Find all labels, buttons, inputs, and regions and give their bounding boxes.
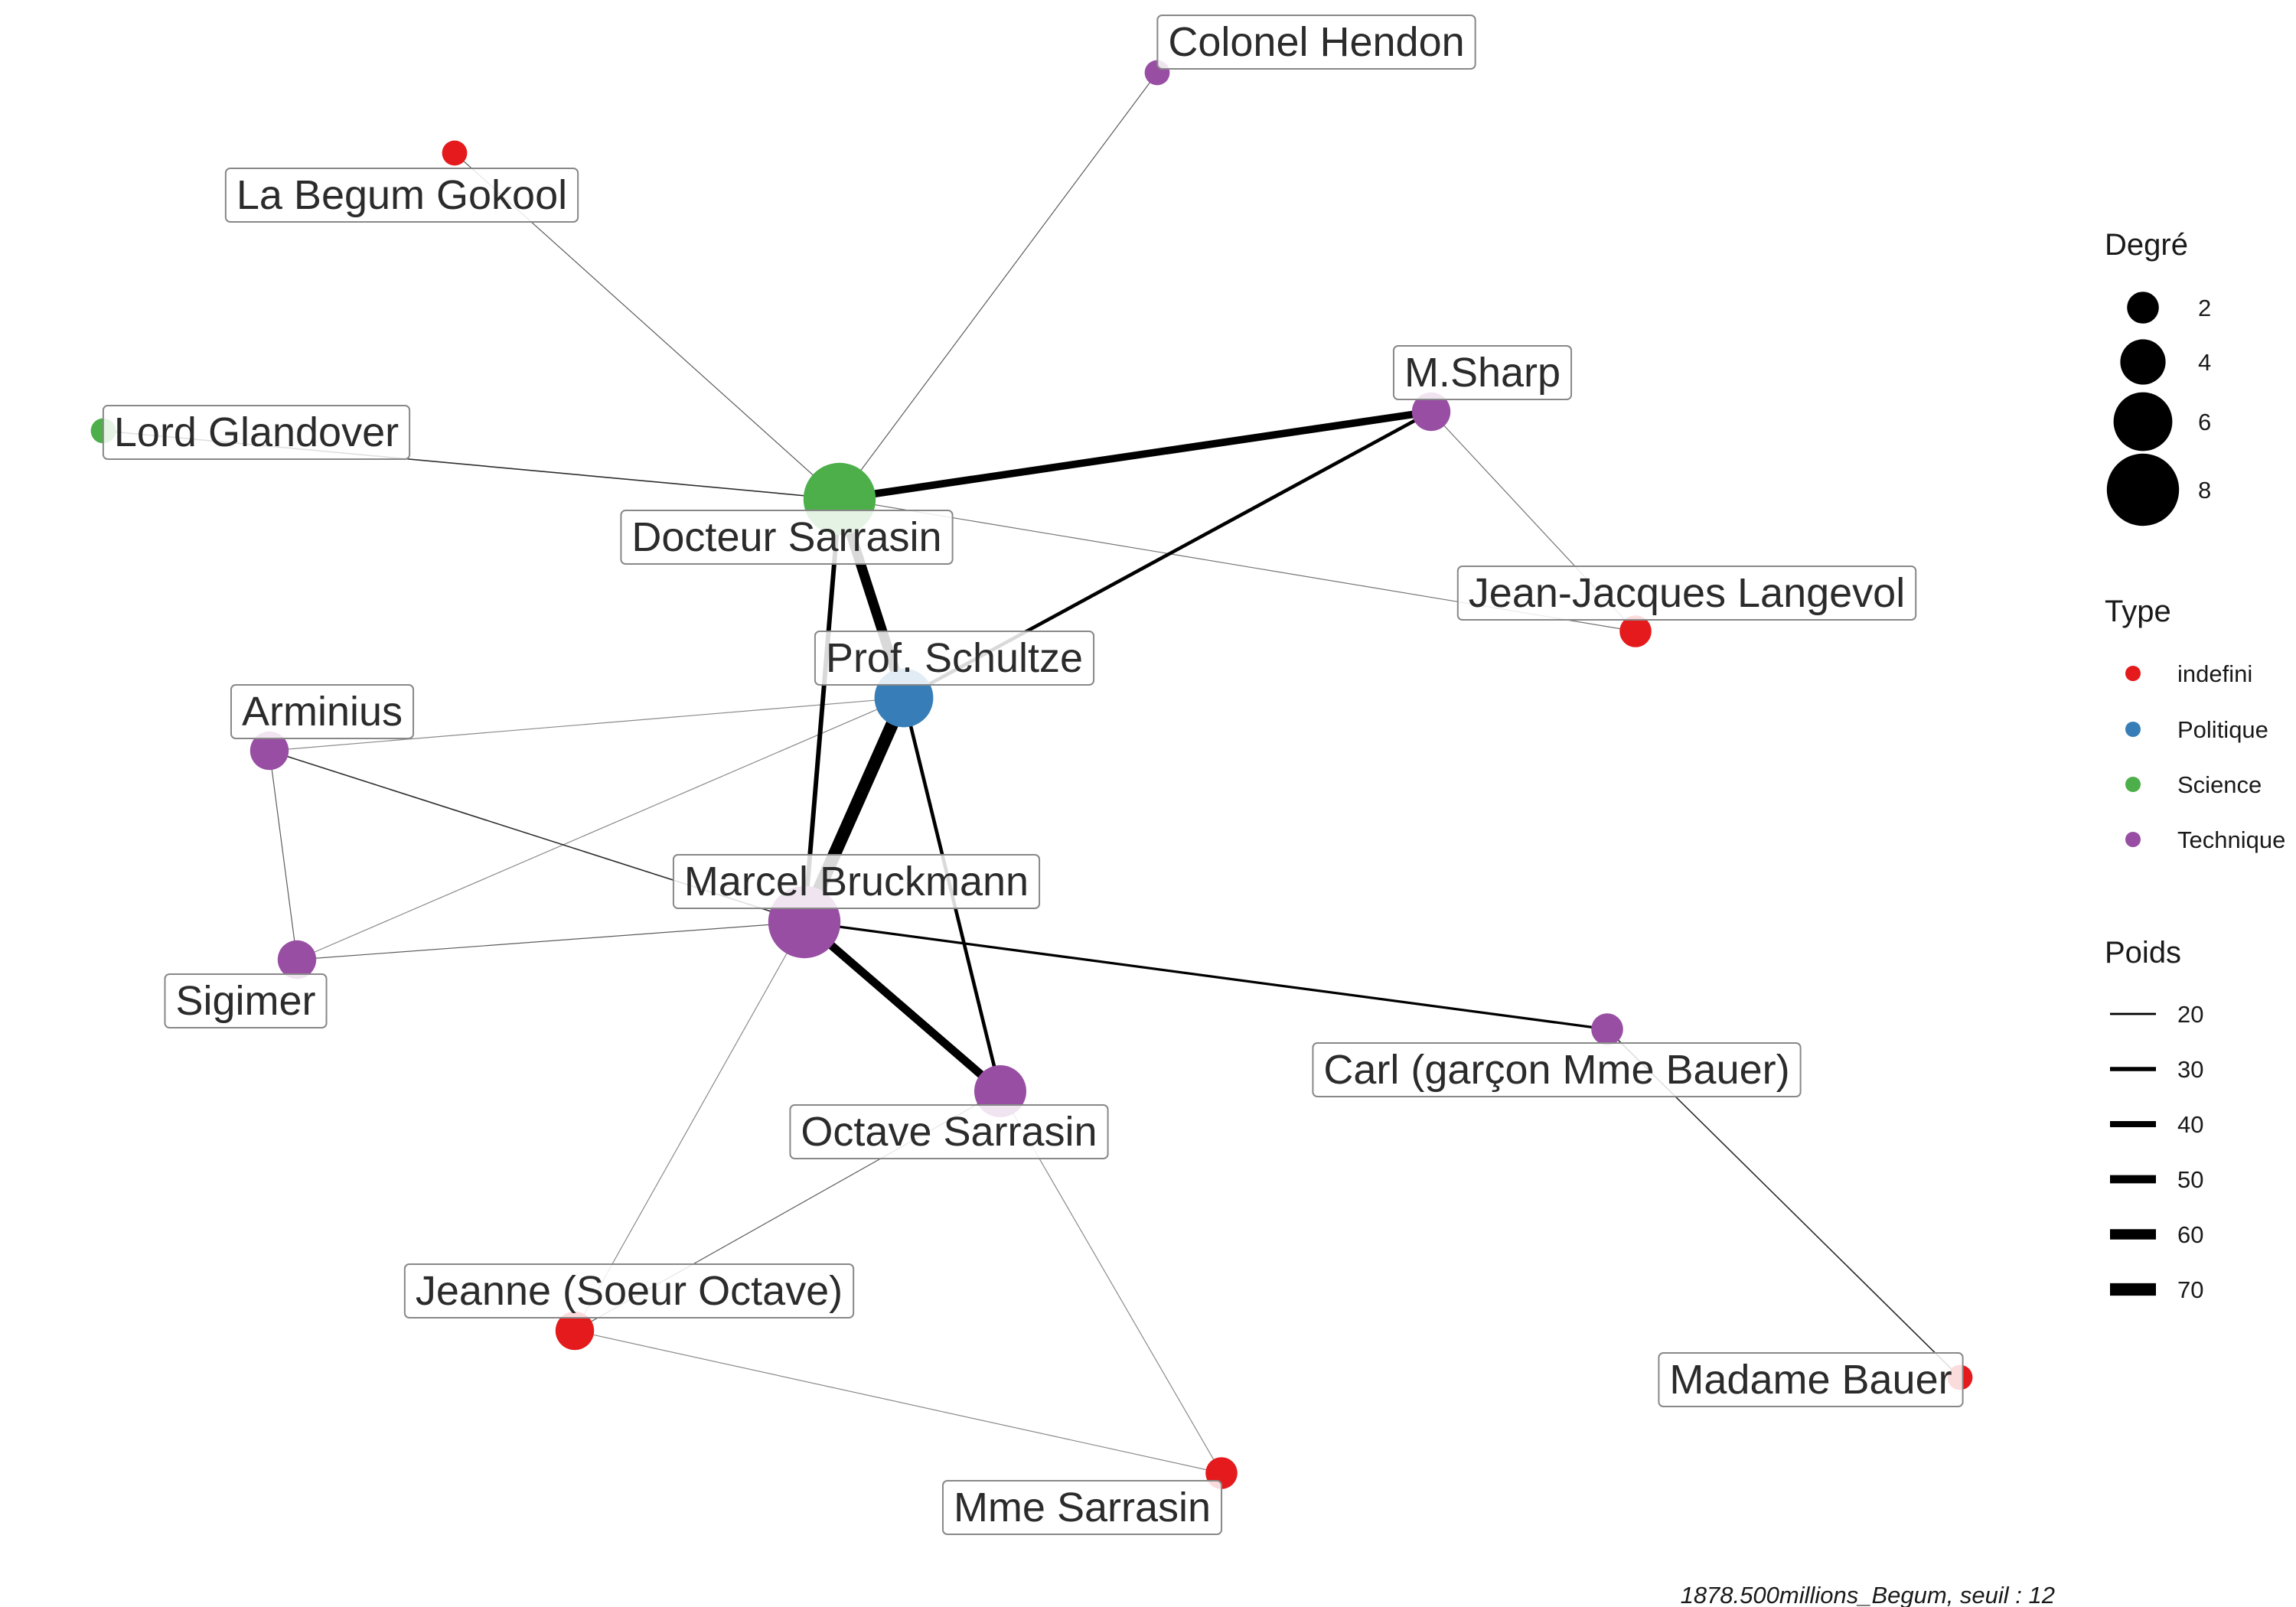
- edge-docteur_sarrasin-m_sharp: [839, 408, 1432, 503]
- node-label-text: Mme Sarrasin: [954, 1485, 1211, 1530]
- node-label-box: [230, 684, 415, 739]
- legend-degree-label: 8: [2198, 477, 2211, 504]
- node-label-box: [1312, 1042, 1802, 1097]
- legend-weight-label: 20: [2177, 1001, 2203, 1028]
- legend-degree-dot-8: [2106, 453, 2180, 526]
- edges-layer: [103, 72, 1961, 1474]
- node-sigimer[interactable]: [277, 940, 317, 980]
- legend-degree-dot-6: [2113, 392, 2173, 451]
- legend-weight-title: Poids: [2105, 936, 2181, 970]
- node-label-mme_sarrasin: Mme Sarrasin: [941, 1480, 1223, 1535]
- node-label-box: [1658, 1352, 1964, 1407]
- node-m_sharp[interactable]: [1411, 392, 1451, 432]
- node-label-box: [403, 1263, 855, 1319]
- node-label-box: [224, 168, 579, 223]
- node-label-text: Madame Bauer: [1669, 1357, 1952, 1403]
- legend: Degré 2 4 6 8 Type indefiniPolitiqueScience…: [2105, 228, 2285, 1303]
- legend-type-dot-science: [2125, 777, 2141, 792]
- node-label-docteur_sarrasin: Docteur Sarrasin: [620, 510, 954, 565]
- node-label-text: Arminius: [242, 689, 403, 735]
- edge-docteur_sarrasin-colonel_hendon: [839, 72, 1158, 500]
- node-label-text: Lord Glandover: [114, 409, 399, 455]
- legend-weight-label: 50: [2177, 1166, 2203, 1193]
- node-label-la_begum: La Begum Gokool: [224, 168, 579, 223]
- edge-docteur_sarrasin-marcel_bruckmann: [802, 498, 842, 923]
- node-label-box: [1392, 345, 1573, 400]
- legend-weight: Poids 20 30 40 50 60 70: [2105, 936, 2203, 1303]
- legend-weight-label: 30: [2177, 1056, 2203, 1083]
- node-label-box: [789, 1104, 1109, 1159]
- node-label-box: [941, 1480, 1223, 1535]
- edge-marcel_bruckmann-carl: [804, 921, 1608, 1031]
- legend-type-dot-indefini: [2125, 666, 2141, 681]
- legend-weight-label: 70: [2177, 1276, 2203, 1303]
- legend-type-title: Type: [2105, 595, 2171, 628]
- node-label-octave_sarrasin: Octave Sarrasin: [789, 1104, 1109, 1159]
- legend-degree-label: 2: [2198, 295, 2211, 321]
- edge-arminius-sigimer: [269, 750, 298, 960]
- legend-degree-dot-2: [2127, 292, 2159, 324]
- node-label-box: [814, 631, 1095, 686]
- node-label-box: [620, 510, 954, 565]
- node-label-text: Marcel Bruckmann: [684, 859, 1029, 905]
- node-label-text: Carl (garçon Mme Bauer): [1323, 1047, 1789, 1093]
- node-label-box: [164, 973, 328, 1028]
- node-label-box: [672, 854, 1041, 909]
- node-label-text: Docteur Sarrasin: [631, 514, 941, 560]
- edge-prof_schultze-sigimer: [296, 697, 905, 960]
- node-label-jean_jacques: Jean-Jacques Langevol: [1456, 566, 1917, 621]
- node-carl[interactable]: [1591, 1013, 1623, 1045]
- node-jean_jacques[interactable]: [1619, 615, 1652, 647]
- node-label-text: Sigimer: [175, 978, 315, 1024]
- legend-type-dot-technique: [2125, 832, 2141, 847]
- node-label-box: [1156, 15, 1476, 70]
- node-label-colonel_hendon: Colonel Hendon: [1156, 15, 1476, 70]
- node-label-lord_glandover: Lord Glandover: [102, 405, 411, 460]
- legend-type-label: Politique: [2177, 716, 2268, 743]
- node-label-prof_schultze: Prof. Schultze: [814, 631, 1095, 686]
- node-la_begum[interactable]: [442, 140, 468, 166]
- edge-jeanne-mme_sarrasin: [574, 1330, 1222, 1474]
- node-label-marcel_bruckmann: Marcel Bruckmann: [672, 854, 1041, 909]
- legend-degree-label: 4: [2198, 349, 2211, 376]
- node-label-text: Octave Sarrasin: [801, 1109, 1097, 1155]
- edge-prof_schultze-arminius: [269, 697, 905, 751]
- legend-weight-label: 60: [2177, 1221, 2203, 1248]
- node-label-arminius: Arminius: [230, 684, 415, 739]
- node-label-text: Prof. Schultze: [826, 635, 1083, 681]
- legend-type-label: Science: [2177, 771, 2262, 798]
- legend-degree-dot-4: [2120, 339, 2166, 385]
- nodes-layer: [90, 60, 1973, 1489]
- node-label-m_sharp: M.Sharp: [1392, 345, 1573, 400]
- node-label-text: Jeanne (Soeur Octave): [416, 1268, 843, 1314]
- node-label-text: La Begum Gokool: [236, 172, 567, 218]
- node-label-text: Jean-Jacques Langevol: [1469, 570, 1905, 616]
- node-label-text: M.Sharp: [1404, 350, 1561, 396]
- node-label-jeanne: Jeanne (Soeur Octave): [403, 1263, 855, 1319]
- legend-degree-title: Degré: [2105, 228, 2188, 262]
- caption: 1878.500millions_Begum, seuil : 12: [1681, 1582, 2055, 1607]
- node-label-carl: Carl (garçon Mme Bauer): [1312, 1042, 1802, 1097]
- edge-marcel_bruckmann-jeanne: [574, 921, 805, 1332]
- legend-type-dot-politique: [2125, 722, 2141, 737]
- node-arminius[interactable]: [249, 731, 289, 771]
- legend-type-label: Technique: [2177, 826, 2285, 853]
- node-jeanne[interactable]: [555, 1311, 595, 1351]
- node-label-madame_bauer: Madame Bauer: [1658, 1352, 1964, 1407]
- legend-weight-label: 40: [2177, 1111, 2203, 1138]
- edge-sigimer-marcel_bruckmann: [296, 921, 805, 960]
- edge-marcel_bruckmann-octave_sarrasin: [801, 918, 1003, 1095]
- labels-layer: Colonel Hendon La Begum GokoolM.SharpLord…: [102, 15, 1964, 1535]
- node-label-box: [1456, 566, 1917, 621]
- legend-degree-label: 6: [2198, 409, 2211, 435]
- node-label-sigimer: Sigimer: [164, 973, 328, 1028]
- node-label-box: [102, 405, 411, 460]
- node-label-text: Colonel Hendon: [1168, 19, 1464, 65]
- legend-degree: Degré 2 4 6 8: [2105, 228, 2211, 526]
- legend-type-label: indefini: [2177, 660, 2252, 687]
